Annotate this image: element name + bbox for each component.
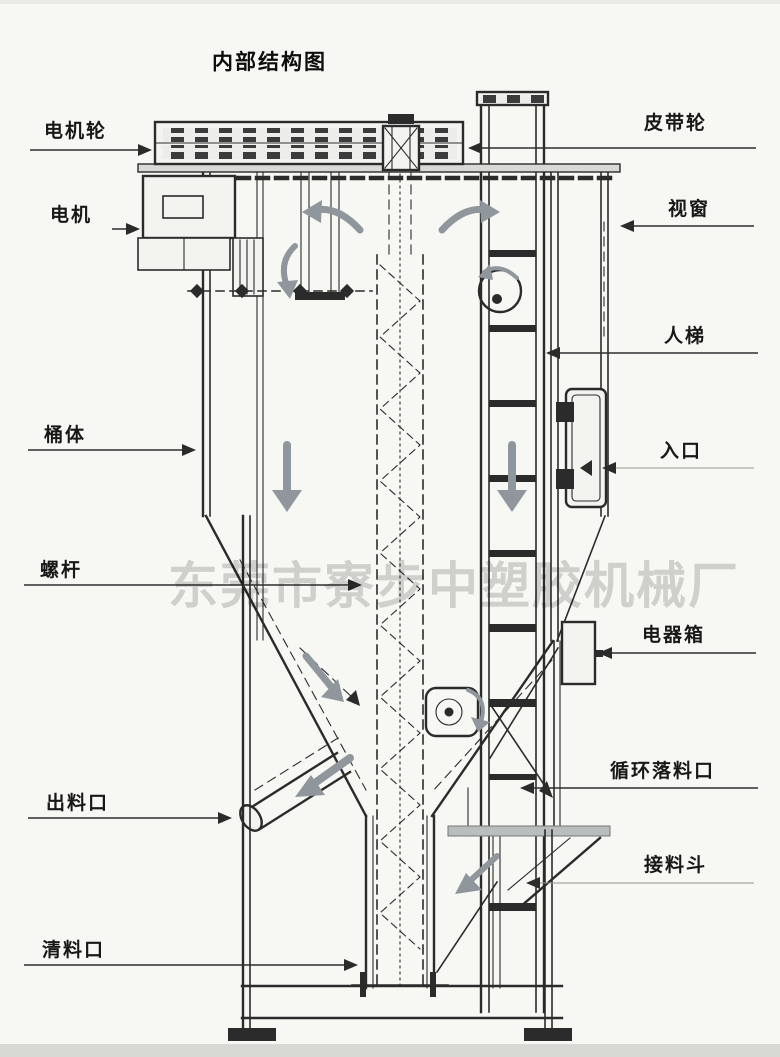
label-belt-pulley: 皮带轮 <box>644 112 708 134</box>
motor-assembly <box>137 171 345 300</box>
page-title: 内部结构图 <box>212 50 327 74</box>
ladder <box>475 90 550 1014</box>
label-cleanout-port: 清料口 <box>42 939 106 961</box>
coupling-bolt-row <box>187 283 373 299</box>
label-ladder: 人梯 <box>664 325 707 347</box>
label-motor: 电机 <box>50 204 93 226</box>
outlet-tube <box>239 751 352 832</box>
cone-hopper <box>204 514 555 818</box>
rotation-indicators <box>424 264 523 738</box>
label-screw: 螺杆 <box>40 559 83 581</box>
receiving-chute <box>447 825 611 909</box>
flow-arrows <box>272 200 527 894</box>
label-inlet: 入口 <box>660 440 703 462</box>
electric-box <box>560 620 603 686</box>
label-receiving-hopper: 接料斗 <box>644 854 708 876</box>
label-motor-pulley: 电机轮 <box>44 120 108 142</box>
screw-pulley <box>381 114 421 172</box>
screw-column <box>351 167 499 997</box>
label-discharge-port: 出料口 <box>46 792 110 814</box>
label-circulation-drop-port: 循环落料口 <box>610 760 716 782</box>
label-viewing-window: 视窗 <box>668 198 711 220</box>
label-barrel-body: 桶体 <box>44 424 87 446</box>
label-electric-box: 电器箱 <box>642 624 706 646</box>
base-frame <box>228 514 572 1041</box>
leader-lines <box>24 142 758 971</box>
inlet-door <box>556 387 608 509</box>
